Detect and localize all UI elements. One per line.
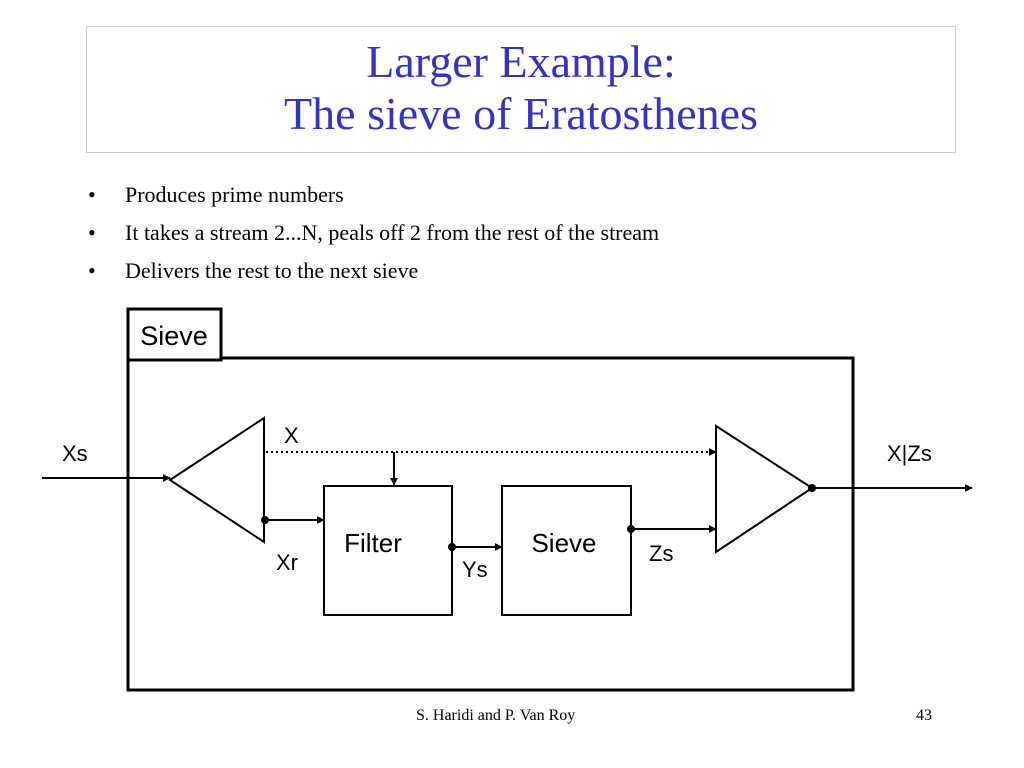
bullet-dot-icon: • xyxy=(88,258,96,283)
title-line-1: Larger Example: xyxy=(366,36,676,87)
bullet-item: •Produces prime numbers xyxy=(88,176,659,214)
bullet-list: •Produces prime numbers •It takes a stre… xyxy=(88,176,659,290)
head-label: X xyxy=(284,423,299,448)
split-triangle xyxy=(168,416,265,544)
filtered-label: Ys xyxy=(462,557,488,582)
bullet-dot-icon: • xyxy=(88,182,96,207)
outer-sieve-box xyxy=(126,356,855,692)
footer-author: S. Haridi and P. Van Roy xyxy=(416,707,576,724)
page-number: 43 xyxy=(916,707,932,724)
merge-triangle xyxy=(715,424,814,554)
sieve-label-tab xyxy=(126,307,223,362)
bullet-item: •Delivers the rest to the next sieve xyxy=(88,252,659,290)
input-stream-label: Xs xyxy=(62,441,88,466)
rest-label: Xr xyxy=(276,550,298,575)
filter-box xyxy=(323,485,453,616)
sieved-label: Zs xyxy=(649,541,673,566)
inner-sieve-label: Sieve xyxy=(531,528,596,558)
outer-sieve-label: Sieve xyxy=(140,321,208,351)
title-line-2: The sieve of Eratosthenes xyxy=(284,88,758,139)
slide-title: Larger Example: The sieve of Eratosthene… xyxy=(86,26,956,153)
output-label: X|Zs xyxy=(887,441,932,466)
bullet-item: •It takes a stream 2...N, peals off 2 fr… xyxy=(88,214,659,252)
inner-sieve-box xyxy=(501,485,632,616)
bullet-dot-icon: • xyxy=(88,220,96,245)
filter-label: Filter xyxy=(344,528,402,558)
